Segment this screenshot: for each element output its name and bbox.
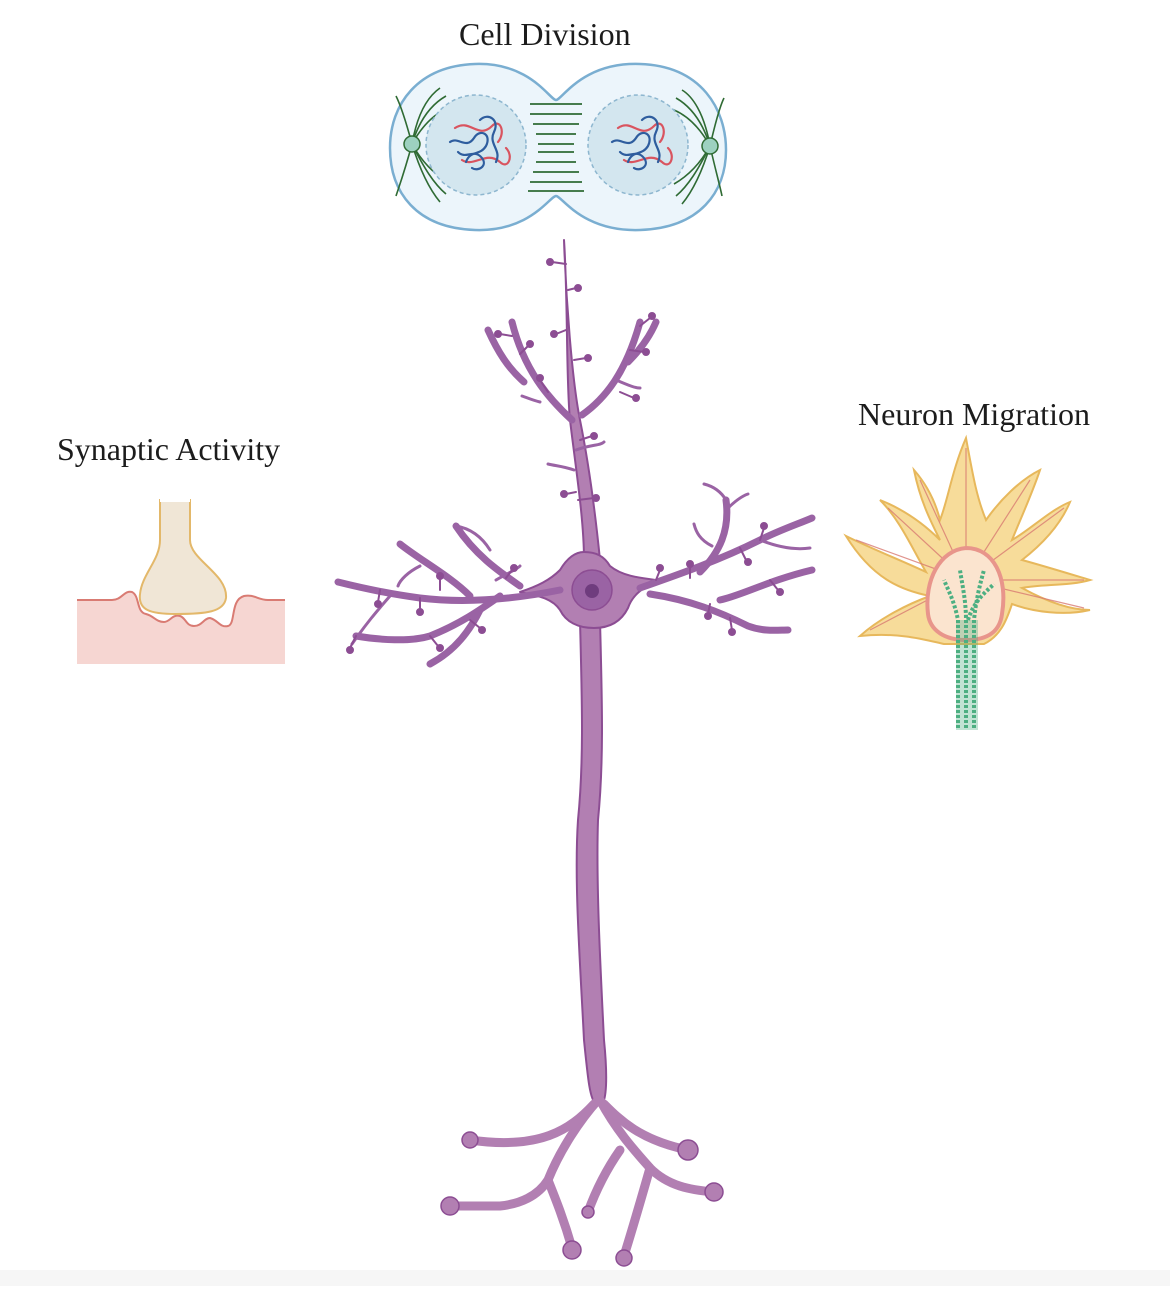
synapse-illustration xyxy=(77,498,285,664)
neuron-nucleolus xyxy=(585,584,599,598)
growth-cone-central-domain xyxy=(925,545,1006,643)
postsynaptic-membrane xyxy=(77,591,285,664)
centrosome-left xyxy=(403,135,421,153)
neuron-illustration xyxy=(334,239,816,1267)
axon-terminal-boutons xyxy=(440,1131,724,1267)
basal-dendrites-left xyxy=(334,522,564,668)
bottom-band xyxy=(0,1270,1170,1286)
cell-division-title: Cell Division xyxy=(459,16,631,52)
cell-division-illustration xyxy=(388,62,728,232)
postsynaptic-membrane-outline xyxy=(77,590,285,628)
growth-cone-illustration xyxy=(843,434,1094,730)
presynaptic-terminal xyxy=(138,499,228,616)
chromosomes-right xyxy=(610,115,673,171)
daughter-nucleus-right xyxy=(587,94,689,196)
neuron-migration-title: Neuron Migration xyxy=(858,396,1090,432)
axon-terminals xyxy=(443,1095,719,1261)
growth-cone-body xyxy=(843,434,1094,645)
basal-dendrites-right xyxy=(636,496,816,634)
apical-dendrite xyxy=(563,239,601,561)
neuron-axon xyxy=(575,619,608,1105)
synaptic-activity-title: Synaptic Activity xyxy=(57,431,281,467)
centrosome-right xyxy=(701,137,719,155)
basal-dendrites-left-fine xyxy=(350,524,522,646)
presynaptic-axon-cap xyxy=(160,498,190,502)
central-spindle xyxy=(528,103,584,192)
axon-shaft-microtubules xyxy=(956,620,978,730)
daughter-nucleus-left xyxy=(425,94,527,196)
basal-dendrites-right-fine xyxy=(692,482,812,551)
dendritic-spines xyxy=(346,258,784,654)
microtubules xyxy=(942,569,996,728)
apical-branches-fine xyxy=(520,378,642,472)
chromosomes-left xyxy=(448,115,511,171)
